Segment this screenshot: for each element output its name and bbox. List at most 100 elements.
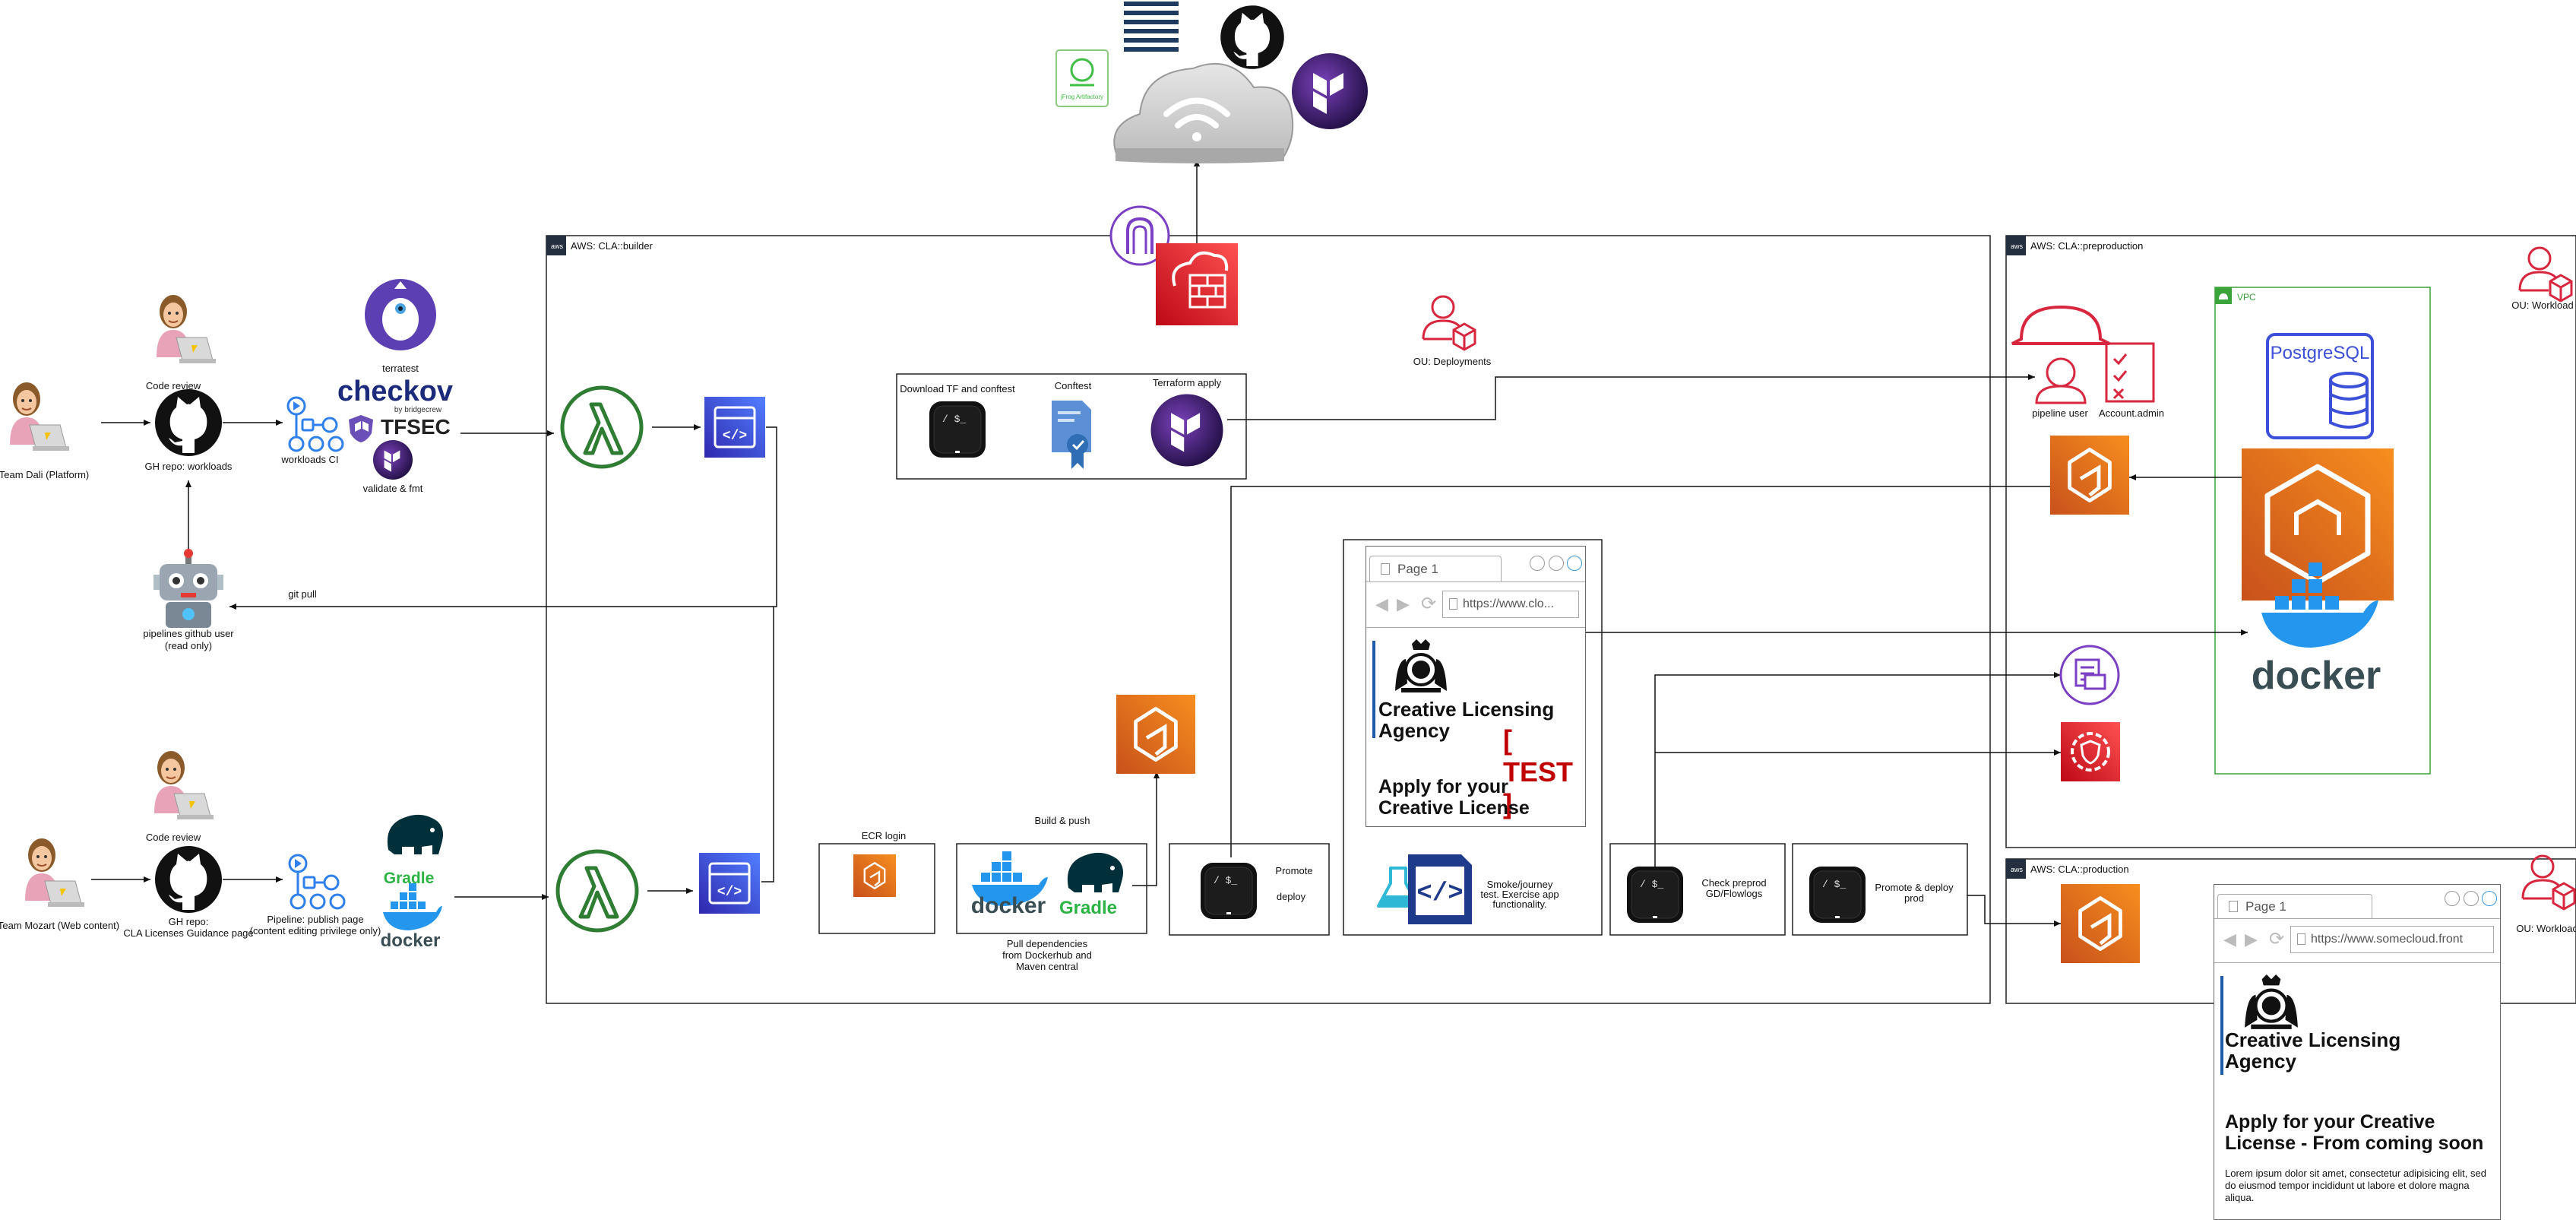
address-bar-test-url: https://www.clo... xyxy=(1463,597,1555,610)
browser-test-tab[interactable]: Page 1 xyxy=(1369,556,1502,582)
preproduction-account-frame: aws AWS: CLA::preproduction xyxy=(2005,235,2576,848)
docker-whale-icon-preprod xyxy=(2261,562,2378,648)
browser-test-tab-title: Page 1 xyxy=(1397,562,1438,576)
nav-forward-icon[interactable]: ▶ xyxy=(1397,594,1410,613)
royal-crest-icon xyxy=(2237,973,2305,1032)
address-bar-prod[interactable]: https://www.somecloud.front xyxy=(2290,926,2494,953)
reload-icon[interactable]: ⟳ xyxy=(2269,929,2285,949)
browser-window-prod: Page 1 ◀ ▶ ⟳ https://www.somecloud.front… xyxy=(2214,884,2501,1220)
terraform-apply-label: Terraform apply xyxy=(1153,377,1222,388)
pull-deps-label-1: Pull dependencies xyxy=(1007,938,1088,949)
bot-label-line1: pipelines github user xyxy=(143,628,234,639)
minimize-icon[interactable] xyxy=(1530,556,1546,571)
connectors xyxy=(91,160,2248,927)
browser-prod-tab[interactable]: Page 1 xyxy=(2217,894,2372,919)
github-cla-label-2: CLA Licenses Guidance page xyxy=(123,927,253,939)
arrow-git-pull xyxy=(229,426,777,610)
terraform-cloud-icon xyxy=(1292,53,1368,129)
lambda-icon-bottom[interactable] xyxy=(558,851,637,930)
pipeline-user-icon xyxy=(2011,305,2110,404)
agency-name-prod: Creative Licensing Agency xyxy=(2225,1028,2401,1073)
flowlogs-icon xyxy=(2059,645,2120,705)
promote-prod-label-1: Promote & deploy xyxy=(1875,882,1954,893)
line-ecr-to-promote xyxy=(1230,486,2050,857)
robot-icon xyxy=(153,549,223,628)
nav-back-icon[interactable]: ◀ xyxy=(2223,930,2236,949)
workloads-ci-icon[interactable] xyxy=(286,396,344,452)
github-cla-icon[interactable] xyxy=(155,846,222,913)
check-preprod-label-2: GD/Flowlogs xyxy=(1706,888,1763,899)
ecr-builder-icon xyxy=(1116,695,1195,774)
close-icon[interactable] xyxy=(1567,556,1582,571)
ecr-login-icon xyxy=(853,854,896,897)
browser-window-test: Page 1 ◀ ▶ ⟳ https://www.clo... Creative… xyxy=(1366,546,1586,827)
svg-text:</>: </> xyxy=(1416,879,1463,908)
reload-icon[interactable]: ⟳ xyxy=(1421,594,1437,614)
github-cloud-icon xyxy=(1220,5,1284,69)
tfsec-logo: TFSEC xyxy=(381,415,451,439)
nav-forward-icon[interactable]: ▶ xyxy=(2245,930,2258,949)
ou-workload-preprod-label: OU: Workload xyxy=(2511,299,2573,311)
window-controls xyxy=(2445,891,2497,910)
jfrog-artifactory-icon: jFrog Artifactory xyxy=(1055,49,1109,107)
address-bar-test[interactable]: https://www.clo... xyxy=(1442,591,1579,618)
network-firewall-icon xyxy=(1156,243,1238,325)
lorem-paragraph: Lorem ipsum dolor sit amet, consectetur … xyxy=(2225,1168,2486,1203)
maximize-icon[interactable] xyxy=(2463,891,2479,906)
build-push-box xyxy=(956,843,1147,934)
arrow-build-to-ecr xyxy=(1132,772,1160,886)
apply-heading-prod: Apply for your Creative License - From c… xyxy=(2225,1111,2484,1154)
promote-prod-label-2: prod xyxy=(1904,892,1924,904)
docker-label-build: docker xyxy=(971,893,1046,918)
ou-workload-prod-icon xyxy=(2521,854,2576,911)
promote-deploy-box xyxy=(1169,843,1330,936)
ou-workload-preprod-icon xyxy=(2518,246,2573,303)
api-gateway-icon-top[interactable] xyxy=(703,395,767,459)
address-bar-prod-url: https://www.somecloud.front xyxy=(2311,933,2464,946)
gradle-elephant-icon xyxy=(387,814,443,854)
stack-icon xyxy=(1124,2,1179,52)
terminal-download-icon xyxy=(929,401,986,458)
ecr-preprod-icon xyxy=(2050,436,2129,515)
page-icon xyxy=(2297,933,2305,945)
ecr-login-box xyxy=(818,843,935,934)
close-icon[interactable] xyxy=(2482,891,2497,906)
conftest-label: Conftest xyxy=(1055,380,1092,391)
promote-prod-box xyxy=(1792,843,1968,936)
builder-account-frame: aws AWS: CLA::builder xyxy=(546,235,1991,1004)
royal-crest-icon xyxy=(1389,638,1453,696)
team-mozart-icon xyxy=(24,838,85,908)
smoke-label-2: test. Exercise app xyxy=(1480,889,1559,900)
publish-pipeline-icon[interactable] xyxy=(288,854,346,910)
svg-text:aws: aws xyxy=(551,242,564,250)
publish-pipeline-label-1: Pipeline: publish page xyxy=(267,914,363,925)
arrow-check-to-flowlogs xyxy=(1654,672,2061,873)
terminal-promote-icon xyxy=(1200,862,1258,920)
page-icon xyxy=(1381,563,1390,575)
check-preprod-box xyxy=(1609,843,1786,936)
github-workloads-icon[interactable] xyxy=(155,389,222,456)
smoke-label-3: functionality. xyxy=(1492,898,1546,910)
jfrog-label: jFrog Artifactory xyxy=(1060,93,1103,100)
terraform-apply-icon xyxy=(1150,394,1223,467)
maximize-icon[interactable] xyxy=(1548,556,1564,571)
code-window-icon: </> xyxy=(1408,854,1472,924)
minimize-icon[interactable] xyxy=(2445,891,2460,906)
docker-label-left: docker xyxy=(381,930,441,951)
production-account-title: AWS: CLA::production xyxy=(2030,864,2129,875)
check-preprod-label-1: Check preprod xyxy=(1701,877,1766,889)
terraform-steps-box xyxy=(896,373,1247,480)
api-gateway-icon-bottom[interactable] xyxy=(698,851,761,915)
cloud-icon xyxy=(1113,62,1294,163)
nav-back-icon[interactable]: ◀ xyxy=(1375,594,1388,613)
checklist-icon xyxy=(2105,342,2155,403)
browser-prod-tab-title: Page 1 xyxy=(2245,899,2286,914)
builder-account-title: AWS: CLA::builder xyxy=(571,240,653,252)
conftest-certificate-icon xyxy=(1052,401,1091,469)
checkov-byline: by bridgecrew xyxy=(394,406,442,414)
docker-whale-icon-left xyxy=(383,883,442,930)
lambda-icon-top[interactable] xyxy=(562,388,641,467)
docker-whale-icon-build xyxy=(972,851,1048,906)
